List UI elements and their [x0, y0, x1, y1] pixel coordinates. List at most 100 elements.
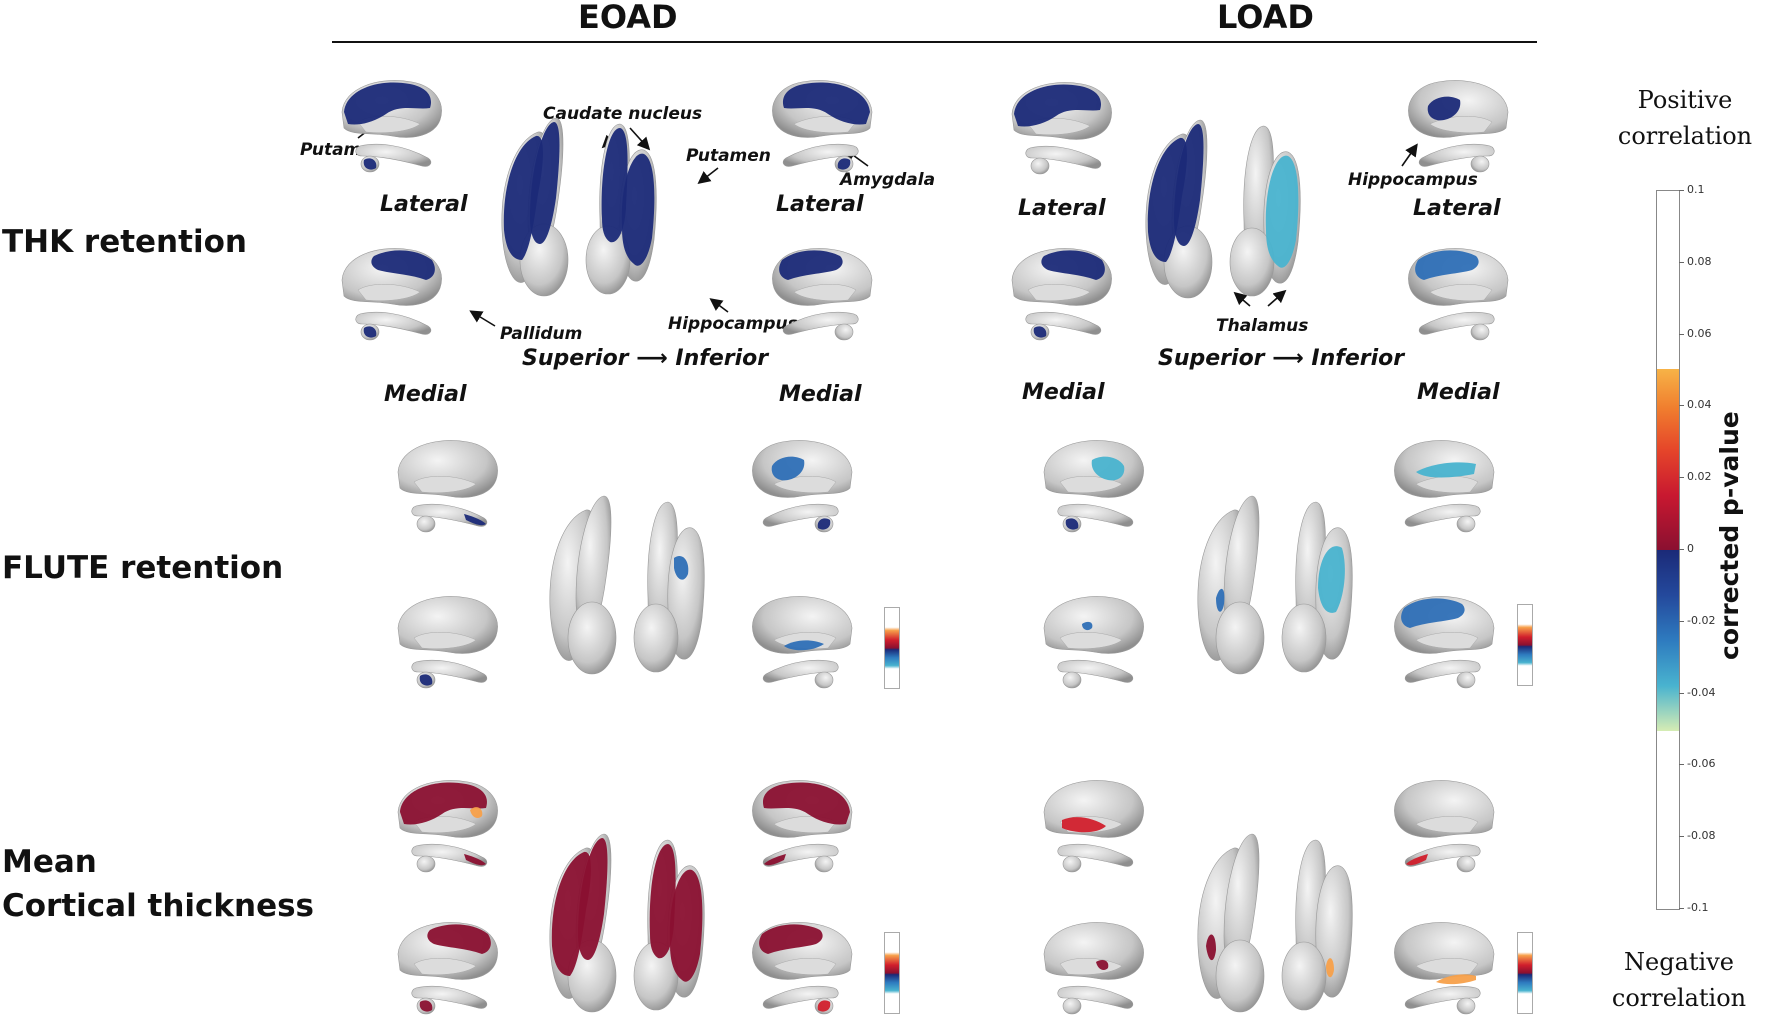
- colorbar-tick-label: -0.1: [1687, 901, 1709, 914]
- colorbar-tick-label: 0.02: [1687, 470, 1712, 484]
- brain-eoad-flute-medial-left: [397, 596, 498, 689]
- brain-load-mean-superior-inferior: [1197, 833, 1353, 1013]
- label-eoad-thk-medial-right: Medial: [779, 382, 862, 407]
- direction-inferior: Inferior: [1311, 346, 1405, 371]
- arrow-thalamus-left: [1233, 291, 1251, 307]
- direction-inferior: Inferior: [675, 346, 769, 371]
- colorbar-tick-label: -0.04: [1687, 685, 1716, 699]
- brain-eoad-thk-superior-inferior: [501, 117, 657, 297]
- brain-eoad-thk-medial-left: [341, 248, 442, 341]
- brain-load-flute-lateral-left: [1043, 440, 1144, 533]
- colorbar-tick-label: 0.04: [1687, 398, 1712, 412]
- direction-label-load: Superior ⟶ Inferior: [1158, 346, 1404, 371]
- legend-negative-line1: Negative: [1624, 948, 1734, 976]
- colorbar-tick-label: 0: [1687, 542, 1694, 555]
- legend-negative: Negative correlation: [1584, 944, 1765, 1016]
- colorbar-tick-mark: [1679, 764, 1684, 766]
- annotation-amygdala: Amygdala: [840, 170, 936, 190]
- label-load-thk-lateral-right: Lateral: [1413, 196, 1501, 221]
- colorbar-segment-nonsig-top: [1657, 191, 1679, 369]
- colorbar-tick-mark: [1679, 477, 1684, 479]
- brain-eoad-mean-lateral-left: [397, 780, 498, 873]
- label-load-thk-medial-left: Medial: [1022, 380, 1105, 405]
- arrow-hippocampus-eoad: [709, 298, 729, 313]
- colorbar-tick-mark: [1679, 261, 1684, 263]
- brain-eoad-thk-lateral-left: [341, 80, 442, 173]
- brain-eoad-mean-medial-right: [752, 922, 853, 1015]
- annotation-caudate: Caudate nucleus: [543, 104, 703, 124]
- brain-load-mean-lateral-left: [1043, 780, 1144, 873]
- brain-load-flute-medial-right: [1394, 596, 1495, 689]
- colorbar-tick-label: -0.06: [1687, 757, 1716, 771]
- colorbar-title: corrected p-value: [1715, 411, 1744, 660]
- arrow-caudate-right: [629, 127, 651, 151]
- arrow-hippocampus-load: [1401, 143, 1418, 167]
- colorbar-tick-mark: [1679, 692, 1684, 694]
- colorbar-segment-nonsig-bottom: [1657, 731, 1679, 909]
- column-title-eoad: EOAD: [578, 0, 678, 36]
- annotation-hippocampus-eoad: Hippocampus: [668, 314, 798, 334]
- row-title-cortical-thickness: Cortical thickness: [2, 888, 314, 924]
- annotation-pallidum: Pallidum: [500, 324, 583, 344]
- brain-eoad-flute-medial-right: [752, 596, 853, 689]
- arrow-thalamus-right: [1267, 289, 1287, 307]
- arrow-putamen-right: [697, 167, 719, 184]
- brain-load-mean-medial-left: [1043, 922, 1144, 1015]
- mini-colorbar-load-flute: [1517, 604, 1533, 686]
- colorbar-title-wrap: corrected p-value: [1630, 411, 1765, 660]
- column-title-load: LOAD: [1217, 0, 1314, 36]
- brain-eoad-thk-lateral-right: [772, 80, 873, 173]
- label-eoad-thk-medial-left: Medial: [384, 382, 467, 407]
- mini-colorbar-eoad-mean: [884, 932, 900, 1014]
- brain-eoad-flute-superior-inferior: [549, 495, 705, 675]
- label-eoad-thk-lateral-right: Lateral: [776, 192, 864, 217]
- direction-superior: Superior: [522, 346, 629, 371]
- row-title-flute: FLUTE retention: [2, 550, 284, 586]
- label-load-thk-lateral-left: Lateral: [1018, 196, 1106, 221]
- brain-load-thk-lateral-left: [1011, 82, 1112, 175]
- colorbar-tick-mark: [1679, 405, 1684, 407]
- arrow-pallidum: [469, 310, 496, 327]
- colorbar-segment-negative: [1657, 550, 1679, 731]
- brain-eoad-mean-superior-inferior: [549, 833, 705, 1013]
- brain-eoad-thk-medial-right: [772, 248, 873, 341]
- brain-load-mean-medial-right: [1394, 922, 1495, 1015]
- colorbar-tick-label: 0.08: [1687, 254, 1712, 268]
- brain-eoad-mean-lateral-right: [752, 780, 853, 873]
- label-eoad-thk-lateral-left: Lateral: [380, 192, 468, 217]
- main-colorbar: [1656, 190, 1680, 910]
- mini-colorbar-load-mean: [1517, 932, 1533, 1014]
- colorbar-tick-mark: [1679, 836, 1684, 838]
- colorbar-tick-label: 0.1: [1687, 183, 1705, 196]
- annotation-thalamus: Thalamus: [1216, 316, 1309, 336]
- colorbar-tick-mark: [1679, 333, 1684, 335]
- brain-load-flute-lateral-right: [1394, 440, 1495, 533]
- label-load-thk-medial-right: Medial: [1417, 380, 1500, 405]
- mini-colorbar-eoad-flute: [884, 607, 900, 689]
- colorbar-tick-mark: [1679, 549, 1684, 550]
- colorbar-tick-label: -0.02: [1687, 613, 1716, 627]
- colorbar-tick-mark: [1679, 620, 1684, 622]
- brain-load-thk-medial-right: [1408, 248, 1509, 341]
- colorbar-tick-mark: [1679, 190, 1684, 191]
- brain-eoad-flute-lateral-right: [752, 440, 853, 533]
- row-title-mean: Mean: [2, 844, 97, 880]
- direction-label-eoad: Superior ⟶ Inferior: [522, 346, 768, 371]
- colorbar-tick-mark: [1679, 908, 1684, 909]
- legend-positive-line2: correlation: [1617, 122, 1753, 150]
- brain-load-flute-superior-inferior: [1197, 495, 1353, 675]
- brain-load-thk-lateral-right: [1408, 80, 1509, 173]
- colorbar-segment-positive: [1657, 369, 1679, 550]
- colorbar-tick-label: 0.06: [1687, 326, 1712, 340]
- annotation-hippocampus-load: Hippocampus: [1348, 170, 1478, 190]
- brain-load-mean-lateral-right: [1394, 780, 1495, 873]
- direction-superior: Superior: [1158, 346, 1265, 371]
- colorbar-tick-label: -0.08: [1687, 829, 1716, 843]
- brain-eoad-mean-medial-left: [397, 922, 498, 1015]
- annotation-putamen-right: Putamen: [686, 146, 771, 166]
- brain-eoad-flute-lateral-left: [397, 440, 498, 533]
- header-divider: [332, 41, 1537, 43]
- brain-load-thk-superior-inferior: [1145, 119, 1301, 299]
- brain-load-flute-medial-left: [1043, 596, 1144, 689]
- legend-negative-line2: correlation: [1611, 984, 1747, 1012]
